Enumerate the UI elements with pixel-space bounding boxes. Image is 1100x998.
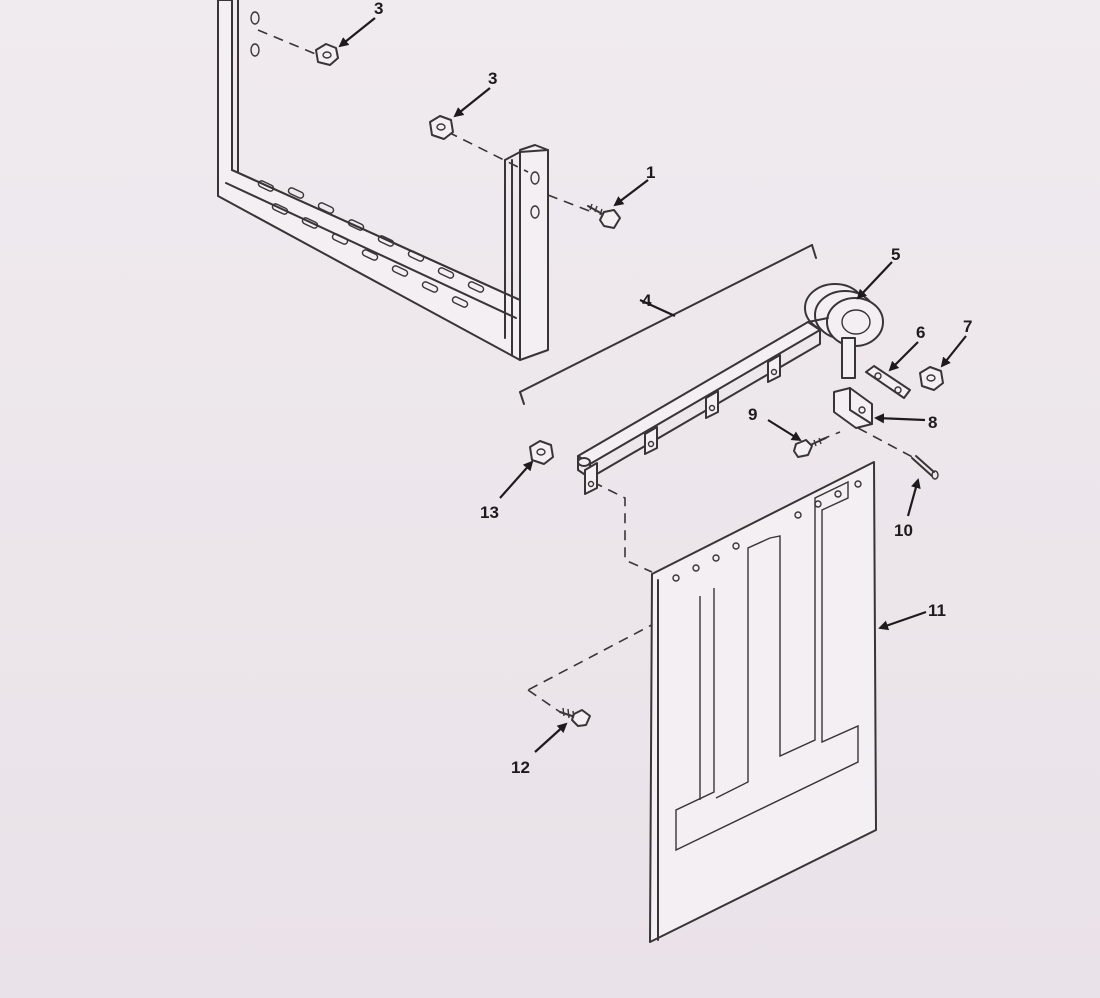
hinge-rod-assembly <box>519 244 821 495</box>
callout-13: 13 <box>480 503 499 522</box>
nut-7 <box>919 366 944 391</box>
callout-4: 4 <box>642 291 652 310</box>
callout-5: 5 <box>891 245 900 264</box>
callout-arrows <box>338 17 967 753</box>
callout-12: 12 <box>511 758 530 777</box>
cotter-pin <box>911 455 939 480</box>
callout-7: 7 <box>963 317 972 336</box>
nut-3-upper <box>315 43 339 66</box>
strap-plate <box>865 365 911 399</box>
clamp-bracket <box>833 387 873 429</box>
bolt-9 <box>793 437 827 458</box>
callout-1: 1 <box>646 163 655 182</box>
callout-3-lower: 3 <box>488 69 497 88</box>
bracket-slots <box>257 180 485 308</box>
callout-8: 8 <box>928 413 937 432</box>
nut-3-lower <box>429 115 454 140</box>
bolt-12 <box>559 707 591 727</box>
bolt-1 <box>587 203 621 229</box>
callout-10: 10 <box>894 521 913 540</box>
nut-13 <box>529 440 554 465</box>
callout-labels: 3 3 1 5 4 6 7 9 8 13 10 11 12 <box>374 0 972 777</box>
callout-11: 11 <box>928 601 946 620</box>
mud-flap <box>649 461 877 943</box>
callout-3-upper: 3 <box>374 0 383 18</box>
torsion-spring <box>804 283 884 379</box>
mudflap-bracket <box>217 0 549 361</box>
callout-6: 6 <box>916 323 925 342</box>
callout-9: 9 <box>748 405 757 424</box>
